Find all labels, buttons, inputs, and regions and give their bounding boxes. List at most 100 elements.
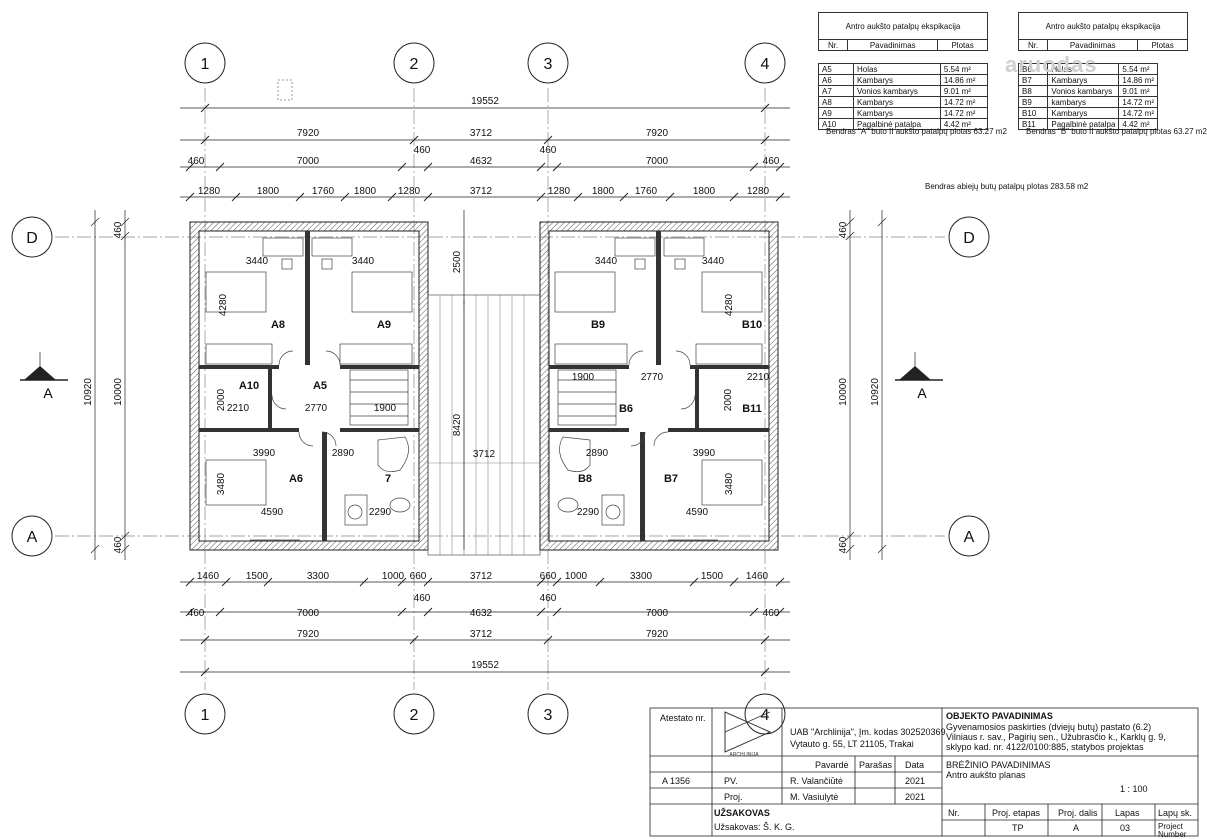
dim-b1-6: 3712	[470, 571, 493, 582]
room-label-a8: A8	[271, 319, 285, 331]
dim-row3-3: 1760	[312, 186, 335, 197]
table-b-title: Antro aukšto patalpų ekspikacija	[1018, 12, 1188, 40]
dim-b2-2: 7000	[297, 608, 320, 619]
idim-b-2770: 2770	[641, 372, 664, 383]
dim-stair-width: 3712	[473, 449, 496, 460]
room-label-a6: A6	[289, 473, 303, 485]
room-label-a10: A10	[239, 380, 259, 392]
room-label-b6: B6	[619, 403, 633, 415]
room-label-b10: B10	[742, 319, 762, 331]
dim-row3-2: 1800	[257, 186, 280, 197]
dim-side-top-left: 460	[113, 221, 124, 238]
idim-b-4280: 4280	[724, 293, 735, 316]
dim-row2-5: 460	[540, 145, 557, 156]
grid-label-col3-bottom: 3	[544, 707, 553, 724]
tb-pv-name: R. Valančiūtė	[790, 776, 843, 786]
top-dimension-texts: 19552 7920 3712 7920 460 7000 460 4632 4…	[188, 96, 780, 197]
dim-side-mid-right: 10000	[838, 378, 849, 406]
dim-stair-len: 8420	[452, 413, 463, 436]
logo-text: ARCHLINIJA	[729, 752, 759, 758]
dim-side-top-right: 460	[838, 221, 849, 238]
tb-col-dalis: Proj. dalis	[1058, 808, 1098, 818]
table-a-header-area: Plotas	[937, 39, 988, 51]
tb-parasas: Parašas	[859, 760, 893, 770]
dim-row3-5: 1280	[398, 186, 421, 197]
tb-val-dalis: A	[1073, 823, 1080, 833]
tb-col-lapas: Lapas	[1115, 808, 1140, 818]
dim-side-bottom-right: 460	[838, 536, 849, 553]
dim-row1-a: 7920	[297, 128, 320, 139]
idim-b-2290: 2290	[577, 507, 600, 518]
unit-b-doors	[628, 350, 696, 447]
dim-row3-6: 3712	[470, 186, 493, 197]
dim-b1-11: 1460	[746, 571, 769, 582]
dim-side-total-left: 10920	[83, 378, 94, 406]
idim-b-2000: 2000	[723, 388, 734, 411]
idim-b-3440a: 3440	[595, 256, 618, 267]
room-label-a7: 7	[385, 473, 391, 485]
unit-b-furniture	[554, 237, 763, 541]
dim-row2-4: 4632	[470, 156, 493, 167]
idim-b-1900: 1900	[572, 372, 595, 383]
tb-col-nr: Nr.	[948, 808, 960, 818]
dimension-ticks	[185, 103, 785, 677]
tb-objekto-label: OBJEKTO PAVADINIMAS	[946, 711, 1053, 721]
dim-side-bottom-left: 460	[113, 536, 124, 553]
dim-side-mid-left: 10000	[113, 378, 124, 406]
grid-label-col4: 4	[761, 56, 770, 73]
idim-a-1900: 1900	[374, 403, 397, 414]
tb-proj: Proj.	[724, 792, 743, 802]
central-stair	[427, 210, 541, 556]
tb-objekto-line3: sklypo kad. nr. 4122/0100:885, statybos …	[946, 742, 1144, 752]
dim-b3-3: 7920	[646, 629, 669, 640]
idim-a-3440a: 3440	[246, 256, 269, 267]
room-label-b11: B11	[742, 403, 762, 415]
dim-row3-9: 1760	[635, 186, 658, 197]
table-a-title: Antro aukšto patalpų ekspikacija	[818, 12, 988, 40]
dim-row3-8: 1800	[592, 186, 615, 197]
unit-a-doors	[271, 350, 341, 447]
grid-label-col3: 3	[544, 56, 553, 73]
idim-a-2770: 2770	[305, 403, 328, 414]
dim-side-total-right: 10920	[870, 378, 881, 406]
room-label-b8: B8	[578, 473, 592, 485]
dim-row2-7: 460	[763, 156, 780, 167]
section-marker-left: A	[20, 352, 68, 401]
dim-row3-4: 1800	[354, 186, 377, 197]
side-dimension-lines	[90, 210, 887, 560]
section-label-right: A	[917, 385, 927, 401]
tb-scale: 1 : 100	[1120, 784, 1148, 794]
dim-b2-6: 7000	[646, 608, 669, 619]
dim-b1-8: 1000	[565, 571, 588, 582]
unit-a-walls	[189, 221, 429, 551]
idim-b-4590: 4590	[686, 507, 709, 518]
tb-proj-name: M. Vasiulytė	[790, 792, 839, 802]
table-b-header-name: Pavadinimas	[1047, 39, 1139, 51]
idim-b-2890: 2890	[586, 448, 609, 459]
archlinija-logo: ARCHLINIJA	[724, 711, 772, 758]
tb-data: Data	[905, 760, 925, 770]
tb-pv: PV.	[724, 776, 738, 786]
dim-row2-2: 7000	[297, 156, 320, 167]
dim-b1-3: 3300	[307, 571, 330, 582]
grid-label-row-d-right: D	[963, 230, 975, 247]
idim-a-2210: 2210	[227, 403, 250, 414]
tb-brezinio-label: BRĖŽINIO PAVADINIMAS	[946, 760, 1051, 770]
dim-b1-10: 1500	[701, 571, 724, 582]
tb-col-etapas: Proj. etapas	[992, 808, 1041, 818]
grid-label-col1-bottom: 1	[201, 707, 210, 724]
tb-atestato: Atestato nr.	[660, 713, 706, 723]
grid-label-col1: 1	[201, 56, 210, 73]
room-label-a5: A5	[313, 380, 327, 392]
chimney-marker	[277, 79, 293, 101]
dim-row2-6: 7000	[646, 156, 669, 167]
idim-a-2000: 2000	[216, 388, 227, 411]
tb-company-line2: Vytauto g. 55, LT 21105, Trakai	[790, 739, 914, 749]
idim-a-4280: 4280	[218, 293, 229, 316]
tb-val-etapas: TP	[1012, 823, 1024, 833]
